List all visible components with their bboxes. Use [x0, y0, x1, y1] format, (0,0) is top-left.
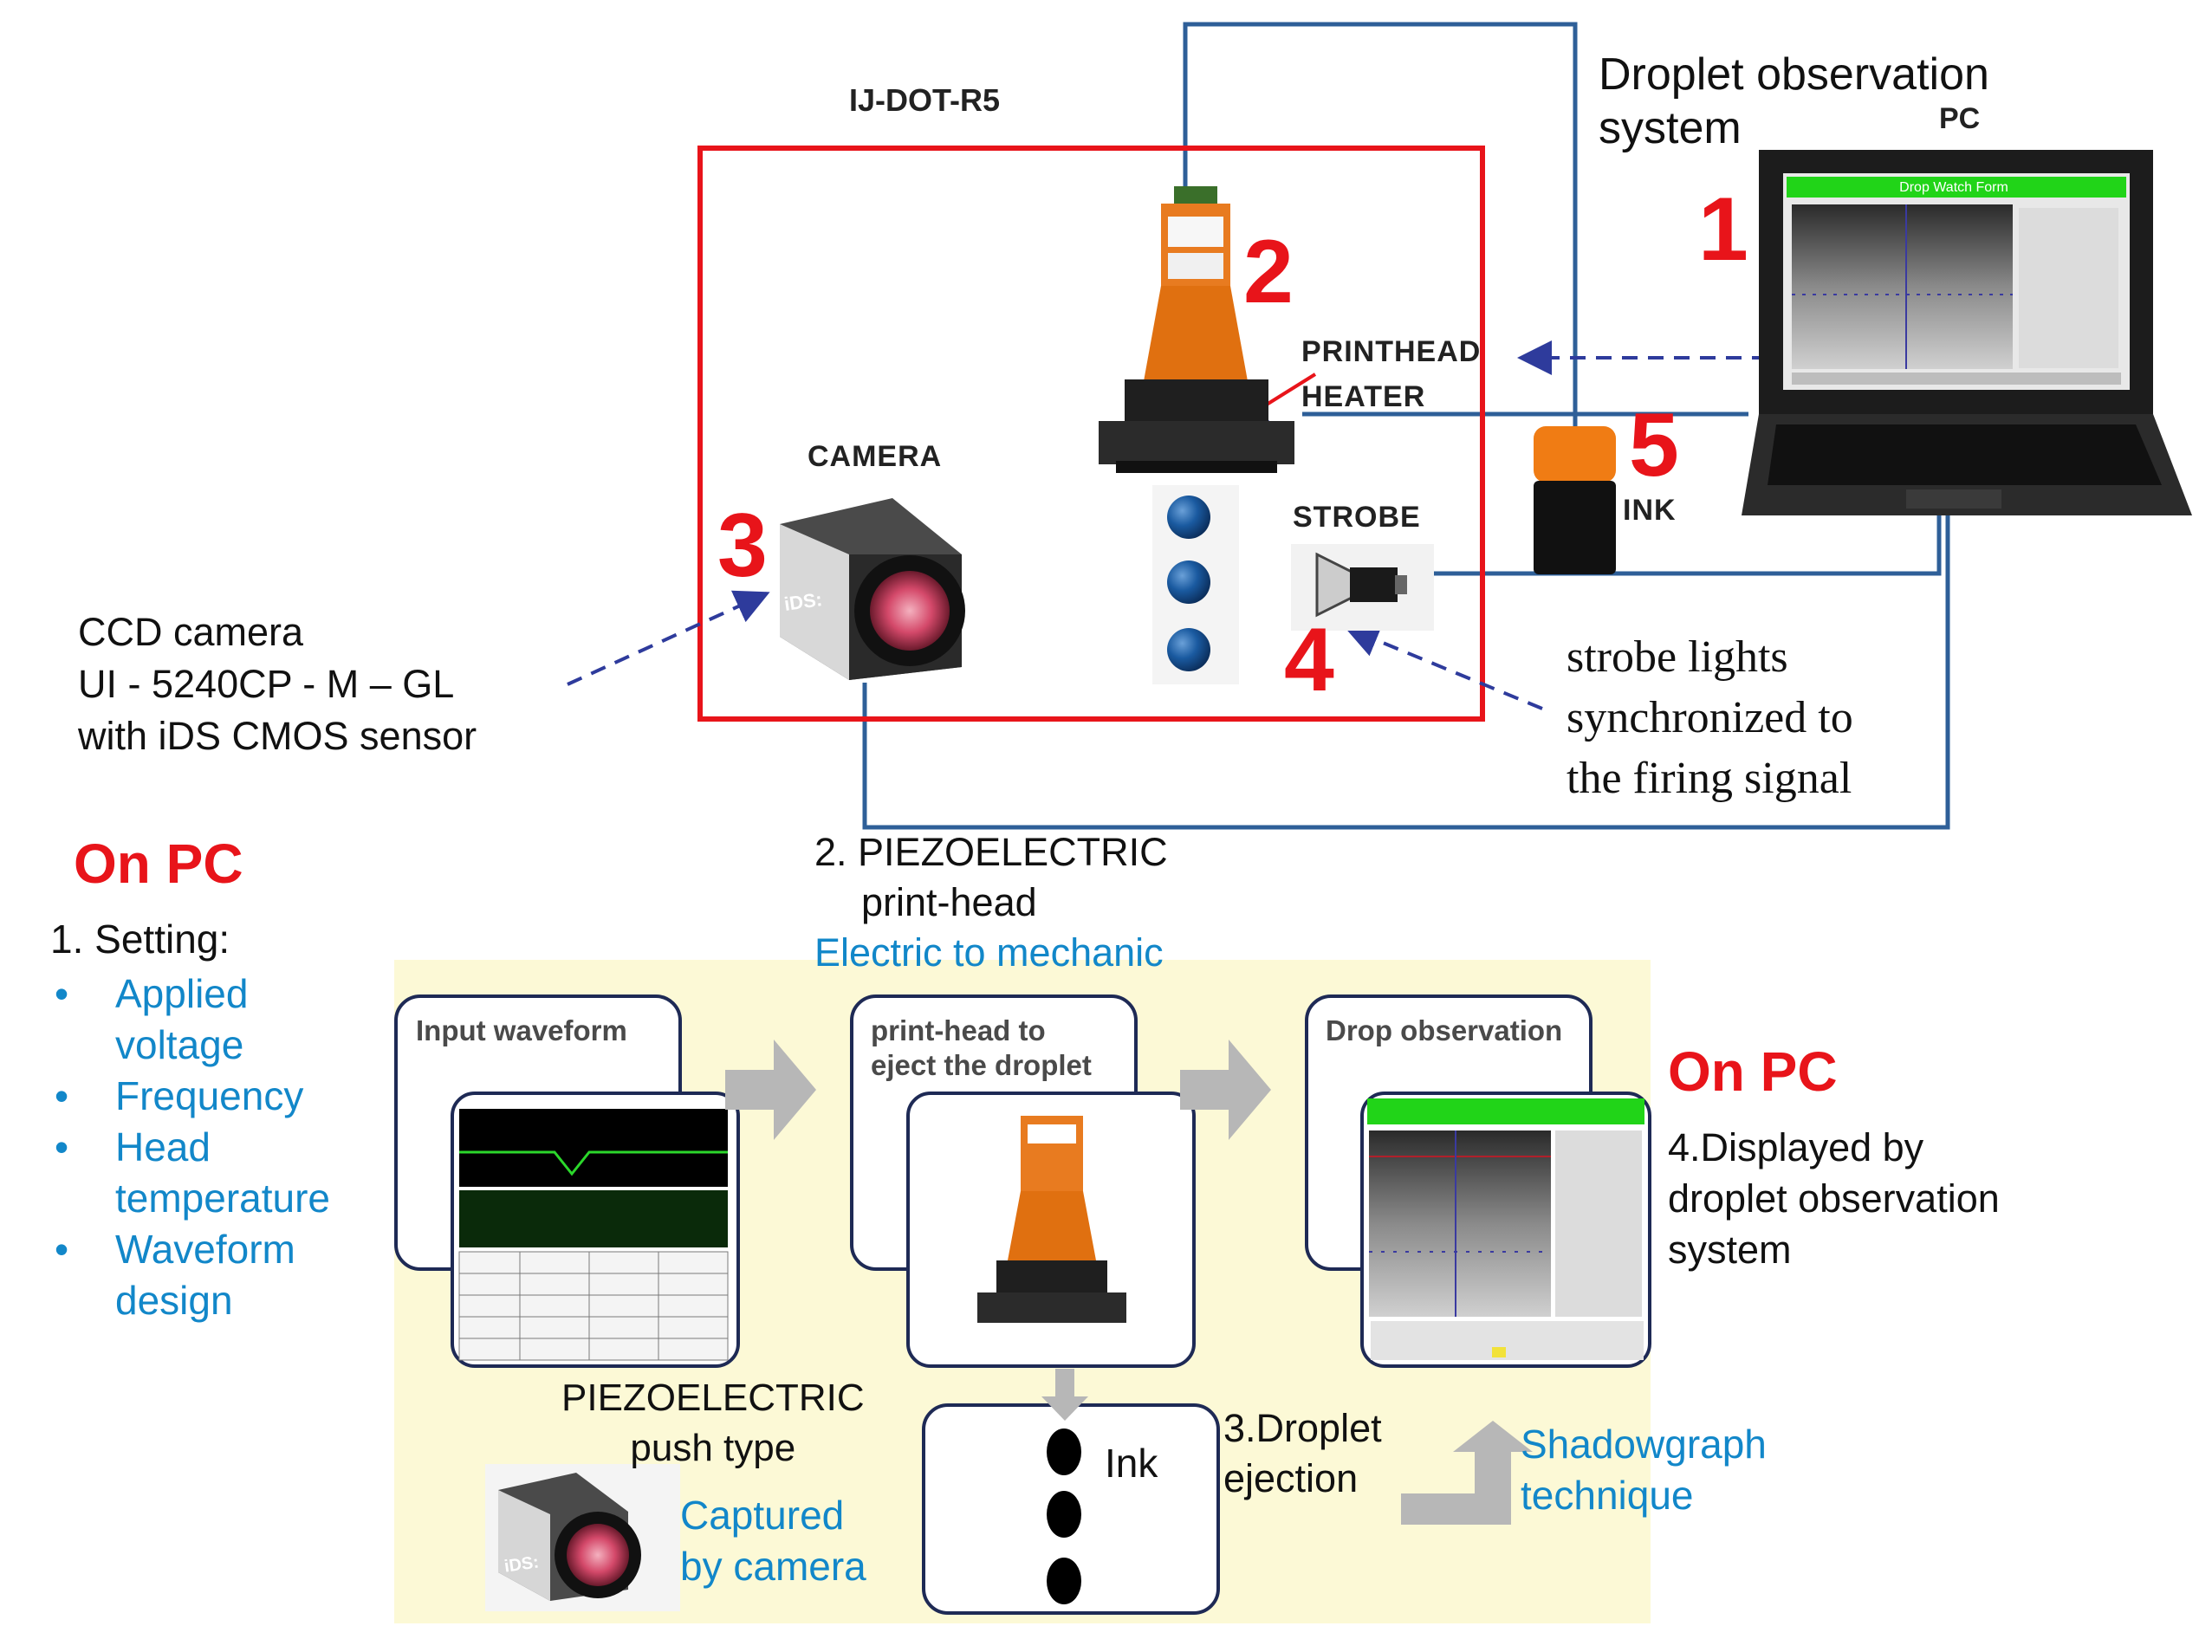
card2-title-line1: print-head to — [871, 1014, 1046, 1046]
piezo-line2: print-head — [861, 880, 1037, 924]
push-line1: PIEZOELECTRIC — [561, 1377, 865, 1419]
shadow-line2: technique — [1521, 1473, 1694, 1518]
ccd-line3: with iDS CMOS sensor — [78, 714, 477, 758]
strobe-note-line1: strobe lights — [1567, 632, 1788, 682]
observation-title-line1: Droplet observation — [1599, 49, 1989, 100]
ink-bottle — [1534, 426, 1616, 574]
strobe-note-line3: the firing signal — [1567, 754, 1852, 803]
pc-screen-title: Drop Watch Form — [1899, 180, 2008, 195]
ij-dot-frame — [697, 146, 1485, 722]
bullet-icon: • — [55, 1227, 69, 1272]
setting-text: design — [115, 1278, 233, 1323]
bullet-icon: • — [55, 1124, 69, 1169]
shadow-line1: Shadowgraph — [1521, 1422, 1767, 1467]
on-pc-right: On PC — [1668, 1040, 1838, 1103]
setting-text: voltage — [115, 1022, 244, 1067]
ink-droplet-label: Ink — [1105, 1441, 1158, 1486]
display-line3: system — [1668, 1228, 1792, 1272]
piezo-description: 2. PIEZOELECTRIC print-head Electric to … — [814, 827, 1168, 978]
setting-item: • Waveform design — [48, 1224, 330, 1326]
setting-title: 1. Setting: — [50, 917, 230, 962]
ejection-line1: 3.Droplet — [1223, 1406, 1382, 1450]
setting-item: • Frequency — [48, 1071, 330, 1122]
strobe-note-line2: synchronized to — [1567, 693, 1853, 742]
pc-laptop — [1742, 150, 2192, 515]
ccd-line2: UI - 5240CP - M – GL — [78, 662, 455, 706]
captured-line2: by camera — [680, 1544, 866, 1589]
shadowgraph-label: Shadowgraph technique — [1521, 1419, 1767, 1521]
card2-title-line2: eject the droplet — [871, 1049, 1092, 1081]
displayed-by-label: 4.Displayed by droplet observation syste… — [1668, 1122, 2000, 1275]
camera-label: CAMERA — [808, 440, 943, 473]
system-label: IJ-DOT-R5 — [849, 82, 1001, 118]
card-printhead-title: print-head to eject the droplet — [871, 1014, 1092, 1083]
captured-by-camera: Captured by camera — [680, 1490, 866, 1592]
ccd-to-camera-arrow — [567, 590, 770, 686]
setting-text: temperature — [115, 1176, 331, 1221]
strobe-note: strobe lights synchronized to the firing… — [1567, 627, 1853, 809]
setting-text: Head — [115, 1124, 211, 1169]
observation-title: Droplet observation system — [1599, 48, 1989, 155]
piezo-line3: Electric to mechanic — [814, 930, 1164, 975]
number-2: 2 — [1243, 222, 1294, 322]
ejection-line2: ejection — [1223, 1456, 1359, 1500]
setting-item: • Head temperature — [48, 1122, 330, 1224]
gray-arrows — [725, 1040, 1533, 1525]
printhead-label-line1: PRINTHEAD — [1301, 335, 1482, 368]
observation-title-line2: system — [1599, 103, 1742, 153]
setting-item: • Applied voltage — [48, 969, 330, 1071]
printhead-top — [1099, 186, 1294, 473]
flow-cards — [394, 994, 1651, 1615]
ink-label: INK — [1623, 494, 1677, 527]
strobe-label: STROBE — [1293, 501, 1421, 534]
captured-line1: Captured — [680, 1493, 845, 1538]
bullet-icon: • — [55, 1073, 69, 1118]
number-1: 1 — [1698, 179, 1748, 280]
droplet-balls — [1152, 485, 1239, 684]
number-5: 5 — [1629, 395, 1679, 496]
bullet-icon: • — [55, 971, 69, 1016]
strobe-device — [1291, 544, 1434, 631]
printhead-label-line2: HEATER — [1301, 380, 1426, 413]
small-camera — [485, 1464, 680, 1611]
note-to-strobe-arrow — [1344, 624, 1543, 710]
camera-device — [780, 498, 965, 680]
push-type-label: PIEZOELECTRIC push type — [561, 1373, 865, 1474]
settings-list: • Applied voltage • Frequency • Head temperat… — [48, 969, 330, 1326]
piezo-line1: 2. PIEZOELECTRIC — [814, 830, 1168, 874]
ccd-line1: CCD camera — [78, 610, 304, 654]
setting-text: Frequency — [115, 1073, 304, 1118]
setting-text: Applied — [115, 971, 249, 1016]
display-line2: droplet observation — [1668, 1176, 2000, 1221]
droplet-ejection-label: 3.Droplet ejection — [1223, 1403, 1382, 1504]
display-line1: 4.Displayed by — [1668, 1125, 1924, 1169]
printhead-heater-label: PRINTHEAD HEATER — [1301, 329, 1481, 419]
number-3: 3 — [717, 496, 768, 596]
card-drop-observation-title: Drop observation — [1326, 1014, 1563, 1046]
push-line2: push type — [630, 1427, 796, 1469]
setting-text: Waveform — [115, 1227, 295, 1272]
card-input-waveform-title: Input waveform — [416, 1014, 627, 1046]
number-4: 4 — [1284, 610, 1334, 710]
ccd-camera-description: CCD camera UI - 5240CP - M – GL with iDS… — [78, 606, 477, 762]
on-pc-left: On PC — [74, 832, 243, 895]
pc-label: PC — [1939, 102, 1981, 135]
